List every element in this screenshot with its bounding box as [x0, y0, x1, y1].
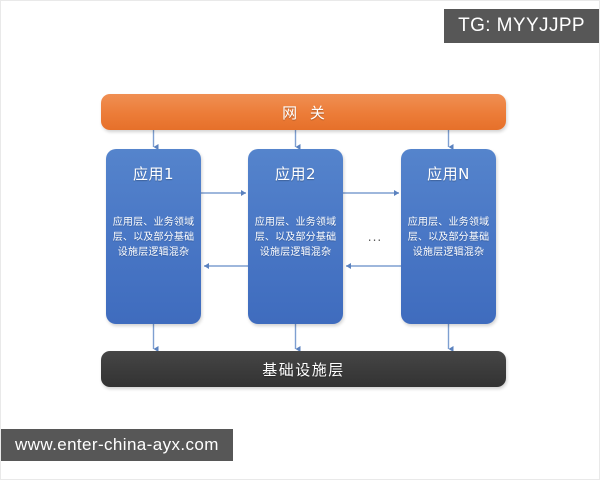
- application-node-n[interactable]: 应用N 应用层、业务领域层、以及部分基础设施层逻辑混杂: [401, 149, 496, 324]
- tg-watermark-badge: TG: MYYJJPP: [444, 9, 599, 43]
- gateway-to-apps-connectors: [152, 130, 454, 150]
- ellipsis-marker: ...: [367, 230, 383, 244]
- application-node-2[interactable]: 应用2 应用层、业务领域层、以及部分基础设施层逻辑混杂: [248, 149, 343, 324]
- infrastructure-node[interactable]: 基础设施层: [101, 351, 506, 387]
- app1-app2-connectors: [201, 190, 248, 269]
- url-watermark-badge: www.enter-china-ayx.com: [1, 429, 233, 461]
- gateway-label: 网 关: [282, 103, 329, 122]
- application-node-1[interactable]: 应用1 应用层、业务领域层、以及部分基础设施层逻辑混杂: [106, 149, 201, 324]
- application-title: 应用1: [132, 165, 175, 183]
- apps-to-infrastructure-connectors: [152, 324, 454, 352]
- application-title: 应用2: [274, 165, 317, 183]
- infrastructure-label: 基础设施层: [262, 360, 345, 379]
- application-title: 应用N: [427, 165, 470, 183]
- application-description: 应用层、业务领域层、以及部分基础设施层逻辑混杂: [112, 217, 195, 258]
- application-description: 应用层、业务领域层、以及部分基础设施层逻辑混杂: [407, 217, 490, 258]
- application-description: 应用层、业务领域层、以及部分基础设施层逻辑混杂: [254, 217, 337, 258]
- gateway-node[interactable]: 网 关: [101, 94, 506, 130]
